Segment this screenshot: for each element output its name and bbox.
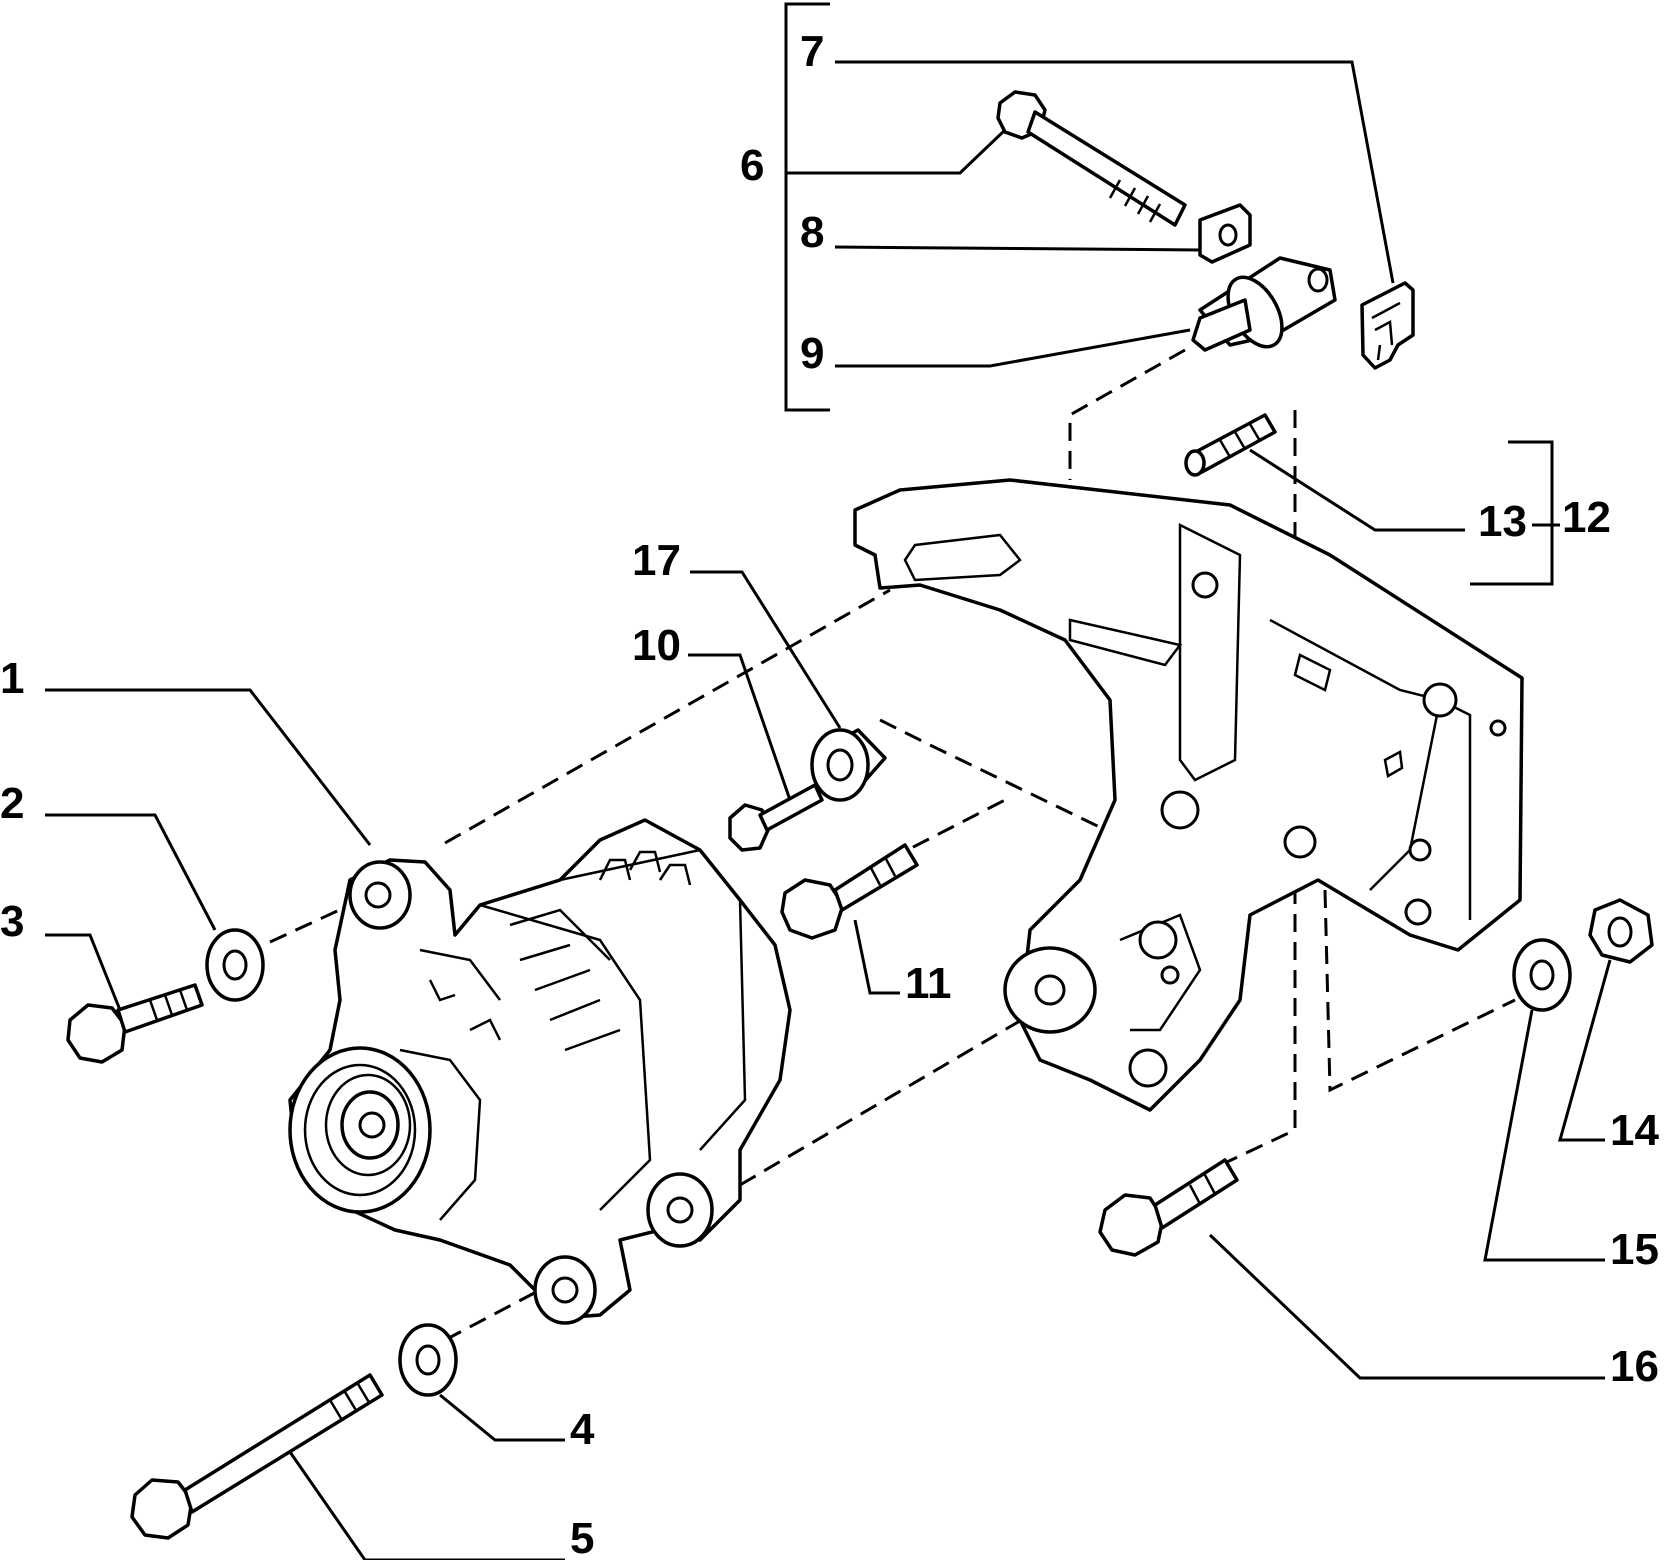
part-17-spacer	[810, 728, 887, 802]
callout-9: 9	[800, 329, 824, 378]
part-3-bolt	[66, 983, 204, 1064]
leader-17	[690, 570, 842, 729]
leader-16	[1208, 1233, 1605, 1380]
part-16-flange-bolt	[1098, 1158, 1239, 1257]
part-6-long-bolt	[996, 90, 1187, 227]
callout-4: 4	[570, 1405, 595, 1454]
part-14-nut	[1588, 898, 1654, 964]
leader-13	[1249, 448, 1465, 532]
part-13-stud	[1184, 413, 1277, 477]
leader-10	[688, 653, 792, 801]
callout-15: 15	[1610, 1225, 1659, 1274]
callout-3: 3	[0, 897, 24, 946]
callout-1: 1	[0, 654, 24, 703]
callout-12: 12	[1562, 493, 1611, 542]
part-9-pin	[1191, 256, 1337, 352]
leader-15	[1483, 1009, 1605, 1262]
callout-8: 8	[800, 208, 824, 257]
leader-8	[834, 245, 1201, 252]
leader-3	[45, 933, 122, 1011]
part-1-alternator	[288, 818, 792, 1325]
callout-13: 13	[1478, 497, 1527, 546]
leader-6	[785, 128, 1007, 175]
callout-10: 10	[632, 621, 681, 670]
callout-7: 7	[800, 27, 824, 76]
leader-4	[439, 1393, 565, 1442]
leader-1	[45, 688, 372, 846]
group-bracket-6-9	[784, 2, 830, 412]
leader-9	[835, 328, 1191, 368]
leader-2	[45, 813, 217, 931]
leader-lines	[45, 60, 1612, 1560]
leader-11	[853, 919, 900, 995]
leader-14	[1558, 959, 1612, 1142]
part-10-small-bolt	[728, 783, 824, 852]
callout-2: 2	[0, 779, 24, 828]
leader-7	[835, 60, 1395, 284]
group-bracket-12-13	[1470, 440, 1554, 586]
callout-16: 16	[1610, 1342, 1659, 1391]
part-5-long-bolt	[130, 1373, 384, 1540]
callout-labels: 1 2 3 4 5 6 7 8 9 10 11 12 13 14 15 16 1…	[0, 27, 1659, 1560]
part-4-washer	[398, 1323, 458, 1397]
part-11-bolt	[780, 843, 919, 940]
callout-6: 6	[740, 141, 764, 190]
part-12-mounting-bracket	[853, 478, 1524, 1112]
callout-14: 14	[1610, 1106, 1659, 1155]
part-15-washer	[1512, 938, 1572, 1012]
callout-5: 5	[570, 1514, 594, 1560]
leader-5	[288, 1451, 565, 1560]
callout-11: 11	[905, 959, 952, 1008]
part-2-washer	[205, 928, 265, 1002]
callout-17: 17	[632, 536, 681, 585]
part-7-clip	[1360, 281, 1415, 370]
part-8-square-nut	[1198, 203, 1252, 264]
